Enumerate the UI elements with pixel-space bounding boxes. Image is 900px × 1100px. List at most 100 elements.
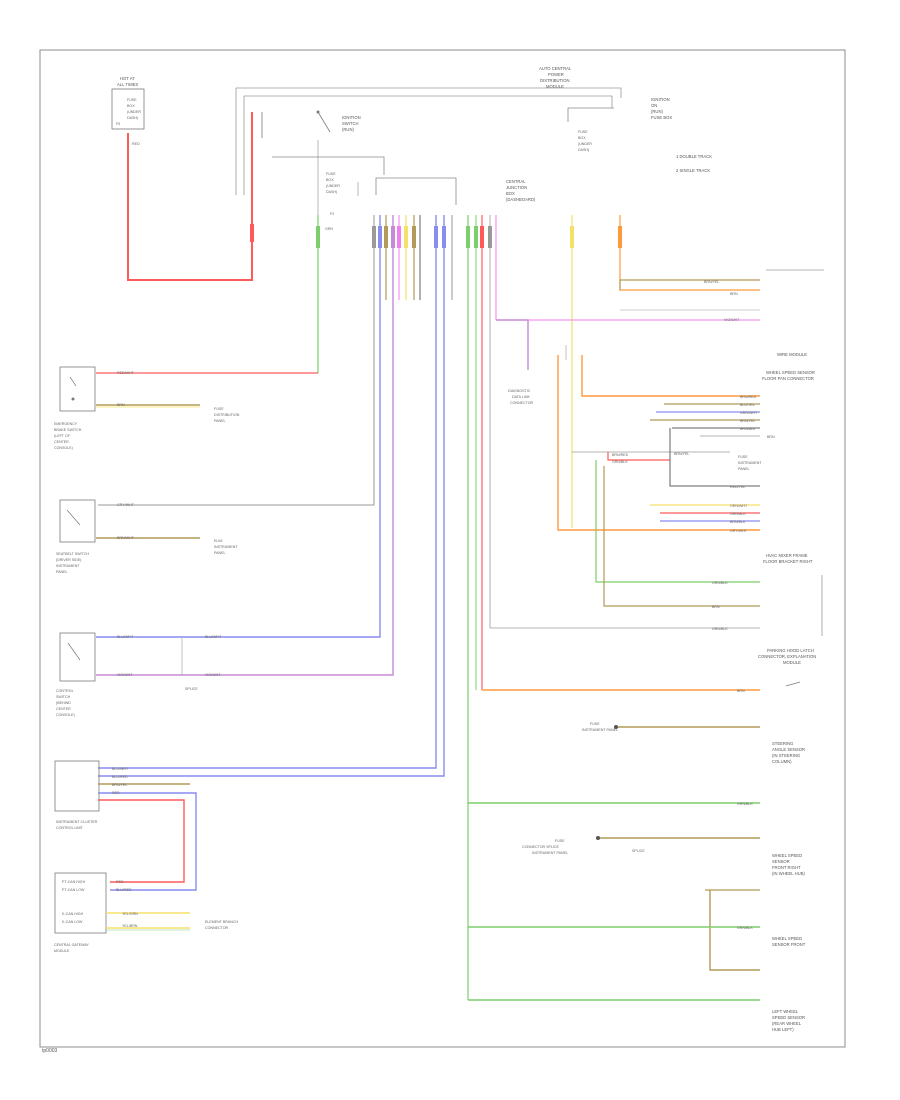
parking-l2: CONNECTOR, EXPLANATION [758,654,816,659]
right-sw-d4: HUB LEFT) [772,1027,794,1032]
wl-r22: GRN/BLK [737,802,753,806]
ctrl-l2: SWITCH [56,695,71,699]
gw-l1: CENTRAL GATEWAY [54,943,90,947]
wl-red-main: RED [132,142,140,146]
wl-r18: ORN/BLK [712,581,728,585]
fuse-top-right-sub3: (UNDER [578,142,592,146]
footer-code: tp0003 [42,1048,58,1054]
wl-r11: GRN/BLK [612,460,628,464]
fuse-top-right-l2: ON [651,103,657,108]
fuse-top-right-sub2: BOX [578,136,586,140]
ignition-l1: IGNITION [342,115,361,120]
wl-r9: BRN [767,435,775,439]
junction-l1: CENTRAL [506,179,526,184]
wl-gw-a: RED [116,880,124,884]
junction-box: CENTRAL JUNCTION BOX (DASHBOARD) [357,177,536,205]
brake-switch-left: RED/WHT BRN EMERGENCY BRAKE SWITCH (LEFT… [54,366,318,450]
right-gnd-b3: INSTRUMENT PANEL [532,851,568,855]
ignition-switch: IGNITION SWITCH (RUN) [261,110,361,138]
fuse-top-right-sub1: FUSE [578,130,588,134]
pdm-l1: AUTO CENTRAL [539,66,572,71]
fuse-mid-l4: DASH) [326,190,337,194]
wl-seat-brn: BRN/WHT [117,536,135,540]
brake-lbl-2: DISTRIBUTION [214,413,240,417]
wl-r6: GRN/WHT [740,411,758,415]
wl-r8: BRN/BLK [740,427,756,431]
right-sw-c2: SENSOR FRONT [772,942,806,947]
ignition-l3: (RUN) [342,127,354,132]
right-sw-a3: (IN STEERING [772,753,800,758]
wl-r12: BRN/YEL [674,452,689,456]
diagram-frame [39,49,846,1048]
wl-r19: BRN [712,605,720,609]
fuse-block-top-left: HOT AT ALL TIMES FUSE BOX (UNDER DASH) F… [111,76,145,130]
diag-l2: DATA LINK [512,395,530,399]
wl-cluster-d: RED [112,791,120,795]
seat-lbl-2: INSTRUMENT [214,545,238,549]
wl-ctrl-blu2: BLU/WHT [205,635,222,639]
fuse-top-left-sub3: (UNDER [127,110,141,114]
ctrl-splice: SPLICE [185,687,198,691]
seat-l1: SEATBELT SWITCH [56,552,89,556]
brake-lbl-1: FUSE [214,407,224,411]
fuse-mid-l3: (UNDER [326,184,340,188]
diag-l3: CONNECTOR [510,401,533,405]
central-gateway-module: PT-CAN HIGH PT-CAN LOW K-CAN HIGH K-CAN … [54,872,238,953]
fuse-top-left-sub2: BOX [127,104,135,108]
right-ground-l2: INSTRUMENT [738,461,762,465]
right-sw-b3: FRONT RIGHT [772,865,801,870]
control-switch-left: BLU/WHT BLU/WHT VIO/WHT VIO/WHT SPLICE C… [56,632,222,717]
wl-r14: ORN/WHT [730,504,748,508]
right-low-l2: FLOOR BRACKET RIGHT [763,559,813,564]
seat-l4: PANEL [56,570,68,574]
right-upper-l1: WHEEL SPEED SENSOR [766,370,815,375]
wire-module-label: WIRE MODULE [777,352,807,357]
seat-l2: (DRIVER SIDE) [56,558,81,562]
right-module-area: WIRE MODULE DIAGNOSTIC DATA LINK CONNECT… [490,269,824,665]
brake-l1: EMERGENCY [54,422,78,426]
ctrl-l5: CONSOLE) [56,713,75,717]
right-ground-l1: FUSE [738,455,748,459]
wl-r3: VIO/WHT [724,318,740,322]
fuse-top-left-l1: HOT AT [120,76,135,81]
fuse-block-top-right: IGNITION ON (RUN) FUSE BOX FUSE BOX (UND… [567,97,712,173]
fuse-mid-num: F2 [330,212,334,216]
wl-gw-c: YEL/GRN [122,912,138,916]
brake-lbl-3: PANEL [214,419,226,423]
wl-ctrl-blu: BLU/WHT [117,635,134,639]
pdm-l2: POWER [548,72,564,77]
right-gnd-b2: CONNECTOR SPLICE [522,845,559,849]
wl-r21: BRN [737,689,745,693]
legend-2: 2 SINGLE TRACK [676,168,710,173]
ignition-l2: SWITCH [342,121,359,126]
parking-l3: MODULE [783,660,801,665]
fuse-top-left-sub4: DASH) [127,116,138,120]
brake-l2: BRAKE SWITCH [54,428,82,432]
gw-pin-1: PT-CAN HIGH [62,880,86,884]
fuse-top-right-l3: (RUN) [651,109,663,114]
wl-r23: GRN/BLK [737,926,753,930]
wl-r13: RED/YEL [730,485,745,489]
fuse-top-right-l4: FUSE BOX [651,115,672,120]
fuse-top-right-sub4: DASH) [578,148,589,152]
wl-r1: BRN/YEL [704,280,719,284]
seatbelt-switch-left: GRY/WHT BRN/WHT SEATBELT SWITCH (DRIVER … [56,499,238,574]
fuse-mid-l2: BOX [326,178,334,182]
wl-r10: BRN/RED [612,453,629,457]
pdm-top: AUTO CENTRAL POWER DISTRIBUTION MODULE [235,66,622,195]
wl-gw-d: YEL/BRN [122,924,138,928]
wl-r2: BRN [730,292,738,296]
right-sw-a2: ANGLE SENSOR [772,747,805,752]
brake-l5: CONSOLE) [54,446,73,450]
brake-l3: (LEFT OF [54,434,71,438]
wl-cluster-c: BRN/YEL [112,783,127,787]
right-sw-b-mid: SPLICE [632,849,645,853]
right-sw-d1: LEFT WHEEL [772,1009,799,1014]
wl-cluster-a: BLU/WHT [112,767,129,771]
right-sw-c1: WHEEL SPEED [772,936,802,941]
wl-r7: BRN/YEL [740,419,755,423]
fuse-block-mid: FUSE BOX (UNDER DASH) F2 [272,140,385,216]
wl-brake-red: RED/WHT [117,371,135,375]
seat-lbl-3: PANEL [214,551,226,555]
